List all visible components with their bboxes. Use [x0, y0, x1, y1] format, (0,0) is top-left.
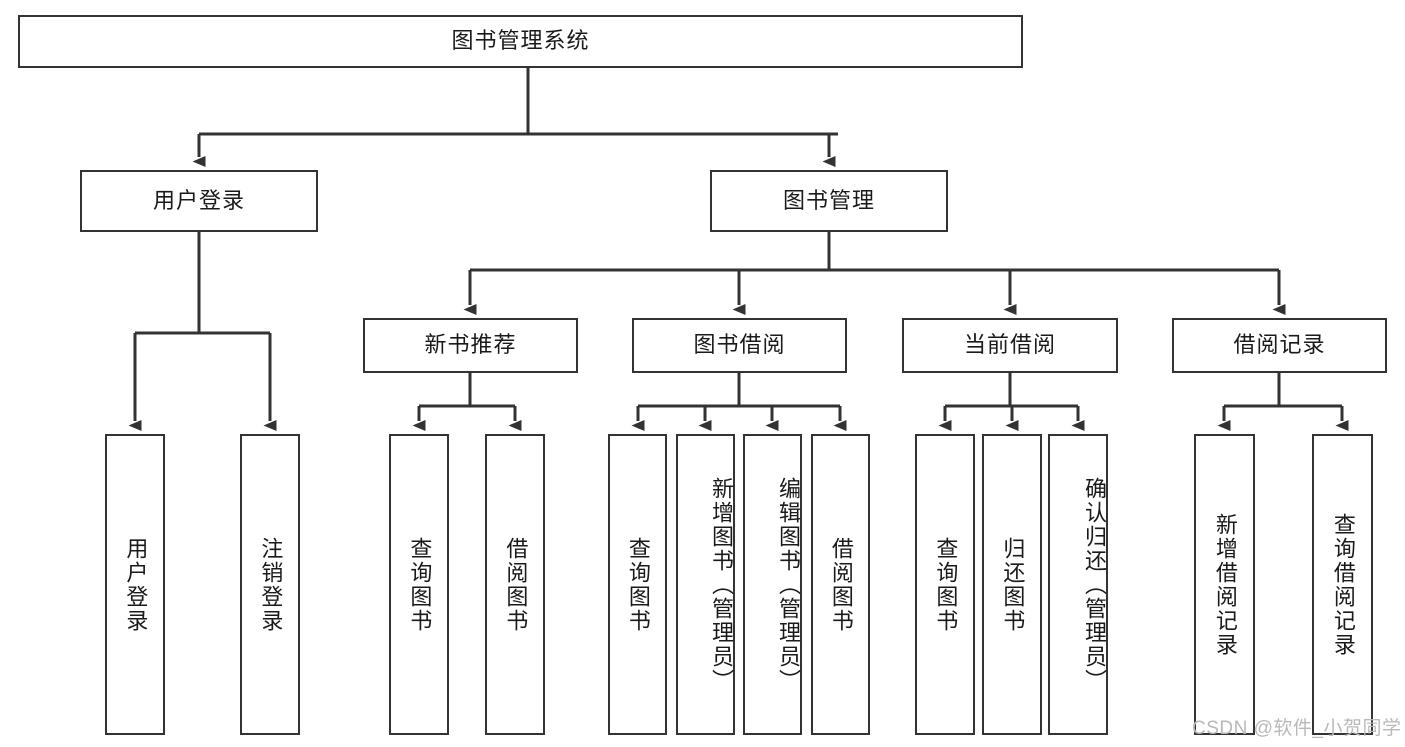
- node-root-system[interactable]: 图书管理系统: [18, 15, 1023, 68]
- node-leaf-logout-login[interactable]: 注销登录: [240, 434, 300, 735]
- node-leaf-return-book[interactable]: 归还图书: [982, 434, 1042, 735]
- node-leaf-query-borrow-record[interactable]: 查询借阅记录: [1312, 434, 1373, 735]
- node-current-borrow[interactable]: 当前借阅: [902, 318, 1118, 373]
- node-borrow-record[interactable]: 借阅记录: [1172, 318, 1387, 373]
- node-leaf-confirm-return-admin[interactable]: 确认归还（管理员）: [1048, 434, 1108, 735]
- node-leaf-edit-book-admin[interactable]: 编辑图书（管理员）: [743, 434, 802, 735]
- node-leaf-borrow-book-recommend[interactable]: 借阅图书: [485, 434, 545, 735]
- watermark-text: CSDN @软件_小贺同学: [1192, 718, 1402, 739]
- node-book-borrow[interactable]: 图书借阅: [632, 318, 847, 373]
- node-book-manage[interactable]: 图书管理: [710, 170, 948, 232]
- node-leaf-query-book-current[interactable]: 查询图书: [915, 434, 975, 735]
- node-leaf-query-book-recommend[interactable]: 查询图书: [389, 434, 449, 735]
- node-leaf-user-login[interactable]: 用户登录: [105, 434, 165, 735]
- node-leaf-add-borrow-record[interactable]: 新增借阅记录: [1194, 434, 1255, 735]
- node-leaf-borrow-book[interactable]: 借阅图书: [811, 434, 870, 735]
- node-new-book-recommend[interactable]: 新书推荐: [363, 318, 578, 373]
- node-leaf-add-book-admin[interactable]: 新增图书（管理员）: [676, 434, 735, 735]
- node-leaf-query-book-borrow[interactable]: 查询图书: [608, 434, 667, 735]
- node-user-login[interactable]: 用户登录: [80, 170, 318, 232]
